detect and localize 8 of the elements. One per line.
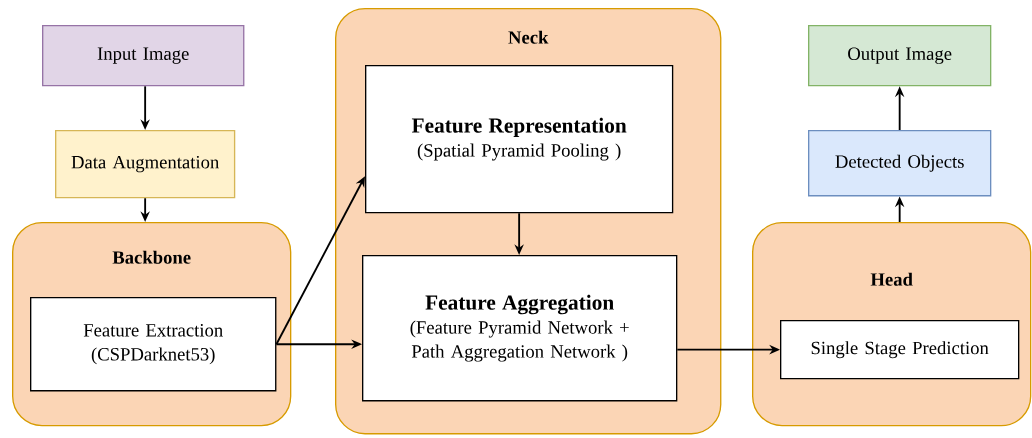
process-box: Single Stage Prediction	[780, 320, 1020, 380]
process-box: Feature Representation (Spatial Pyramid Pooling )	[365, 65, 674, 214]
input-box: Input Image	[42, 25, 245, 87]
output-box: Output Image	[808, 25, 992, 87]
process-box: Feature Aggregation (Feature Pyramid Network + Path Aggregation Network )	[362, 255, 678, 402]
process-box: Feature Extraction (CSPDarknet53)	[30, 297, 277, 392]
process-box: Detected Objects	[808, 130, 992, 197]
process-box: Data Augmentation	[55, 130, 236, 199]
